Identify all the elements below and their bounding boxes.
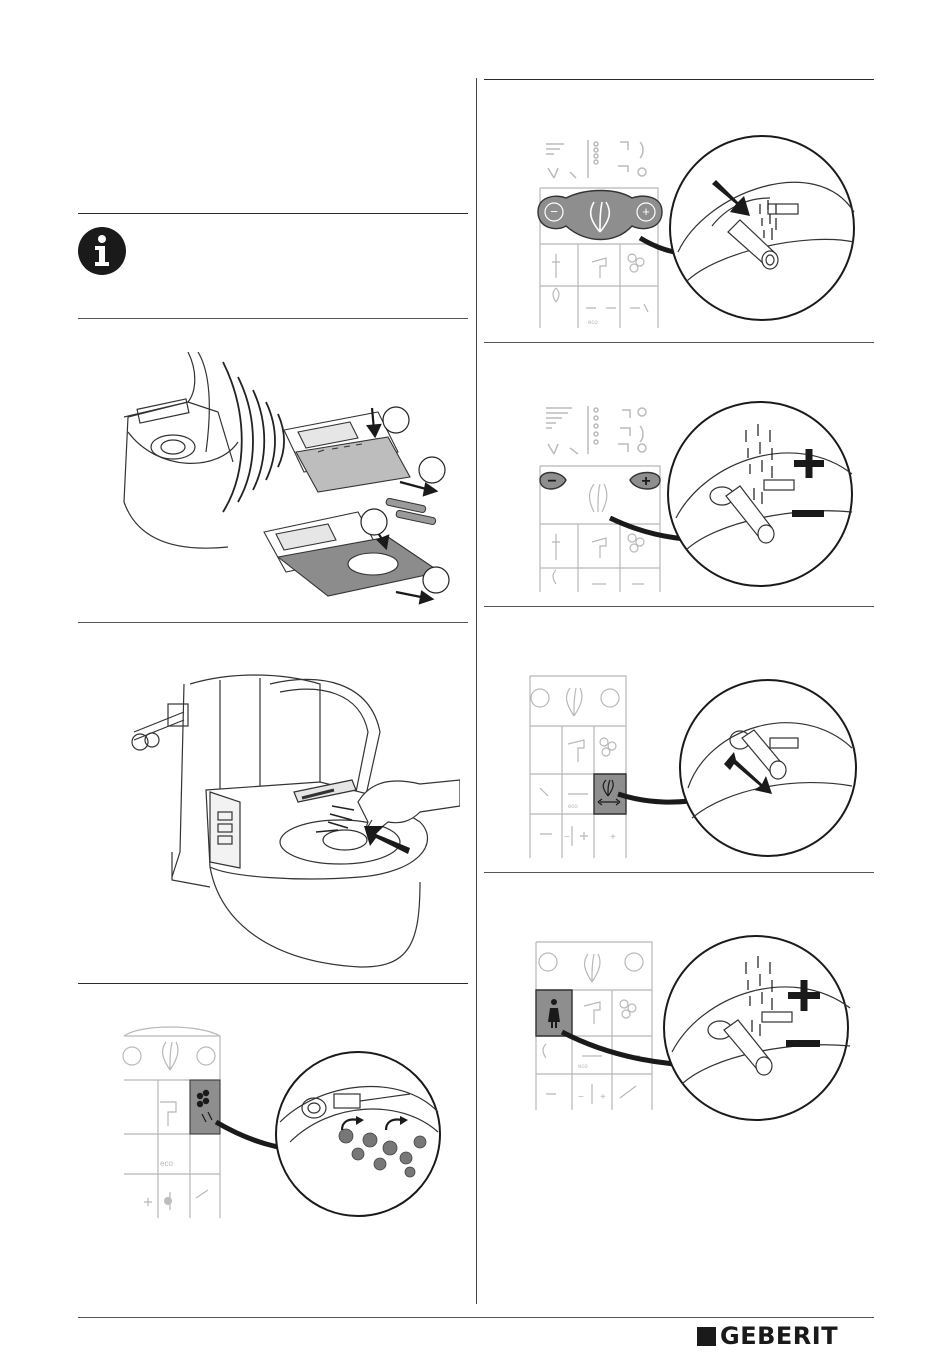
- column-divider: [476, 78, 477, 1304]
- info-box-top-rule: [78, 213, 468, 214]
- temp-minus-label: −: [564, 832, 570, 843]
- plus-label-r2: +: [641, 473, 650, 490]
- temp-minus-label-r4: −: [578, 1092, 584, 1103]
- eco-label-r4: eco: [578, 1064, 588, 1070]
- eco-label: eco: [160, 1159, 173, 1168]
- panel-oscillate-figure: + − eco: [528, 668, 868, 858]
- remote-battery-figure: [118, 352, 458, 608]
- logo-square-icon: [697, 1327, 716, 1346]
- minus-label-r2: −: [547, 473, 556, 490]
- minus-label-r1: −: [550, 204, 558, 219]
- divider-left-2: [78, 622, 468, 623]
- brand-name: GEBERIT: [720, 1322, 838, 1350]
- info-icon: [77, 226, 127, 276]
- panel-spray-figure-2: − +: [536, 400, 866, 592]
- divider-right-3: [484, 606, 874, 607]
- info-box-bottom-rule: [78, 318, 468, 319]
- geberit-logo: GEBERIT: [697, 1321, 838, 1351]
- temp-plus-label-r4: +: [600, 1092, 606, 1103]
- footer-rule: [78, 1317, 874, 1318]
- eco-label-r3: eco: [568, 804, 578, 810]
- toilet-hand-figure: [120, 672, 460, 970]
- temp-plus-label: +: [610, 832, 616, 843]
- panel-ladywash-figure: − + eco: [532, 934, 866, 1124]
- divider-right-2: [484, 342, 874, 343]
- panel-fan-figure: eco: [120, 1022, 460, 1218]
- plus-label-r1: +: [642, 204, 650, 219]
- divider-right-1: [484, 79, 874, 80]
- panel-spray-figure-1: eco − +: [536, 132, 866, 328]
- eco-label-r1: eco: [588, 320, 598, 326]
- divider-left-3: [78, 983, 468, 984]
- divider-right-4: [484, 872, 874, 873]
